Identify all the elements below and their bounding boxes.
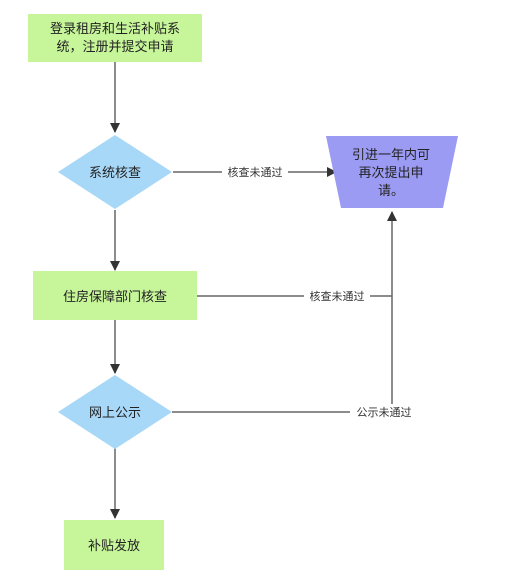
node-payment: 补贴发放 xyxy=(64,520,164,570)
node-housing-check: 住房保障部门核查 xyxy=(33,271,197,320)
edge-label-housing-fail: 核查未通过 xyxy=(310,289,365,303)
node-publicity-label: 网上公示 xyxy=(89,406,141,421)
node-reapply-line-1: 引进一年内可 xyxy=(352,147,430,163)
node-register-line-1: 登录租房和生活补贴系 xyxy=(50,21,180,37)
edge-label-publicity-fail: 公示未通过 xyxy=(357,406,412,419)
edge-labels: 核查未通过 核查未通过 公示未通过 xyxy=(222,164,418,420)
edge-publicity-fail xyxy=(172,211,397,413)
node-housing-check-label: 住房保障部门核查 xyxy=(63,289,167,305)
node-payment-label: 补贴发放 xyxy=(88,538,140,554)
edge-label-system-fail: 核查未通过 xyxy=(228,165,283,179)
node-register-line-2: 统，注册并提交申请 xyxy=(56,39,173,55)
node-reapply-line-2: 再次提出申 xyxy=(358,165,423,181)
node-system-check: 系统核查 xyxy=(58,135,172,209)
node-reapply: 引进一年内可 再次提出申 请。 xyxy=(326,136,458,208)
node-system-check-label: 系统核查 xyxy=(89,166,141,181)
node-publicity: 网上公示 xyxy=(58,375,172,449)
node-reapply-line-3: 请。 xyxy=(378,184,404,199)
node-register: 登录租房和生活补贴系 统，注册并提交申请 xyxy=(28,14,202,62)
